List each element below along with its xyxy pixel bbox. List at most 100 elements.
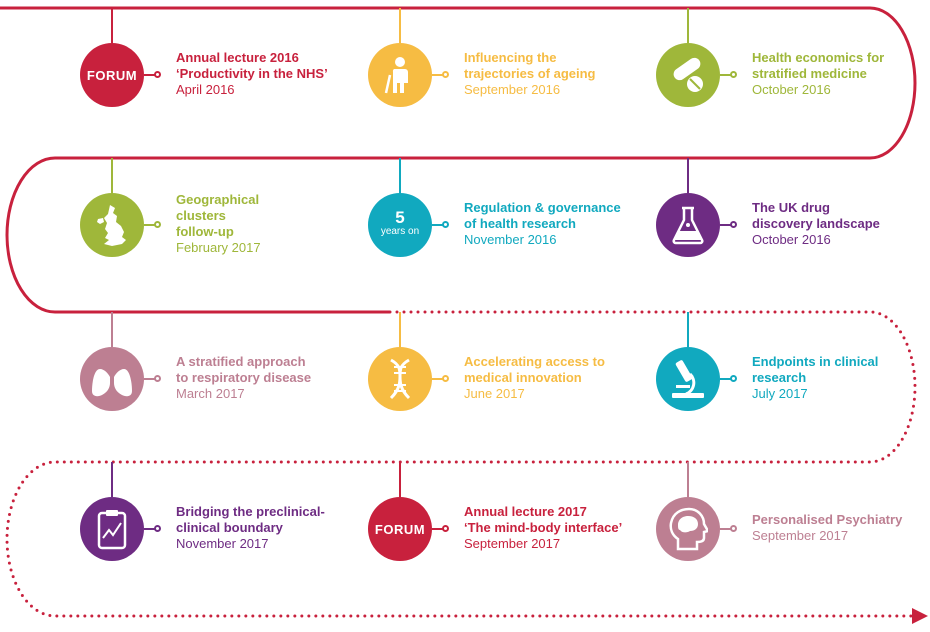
event-link-line	[144, 74, 156, 76]
forum-logo-icon: FORUM	[80, 43, 144, 107]
event-text: Health economics for stratified medicine…	[752, 50, 884, 98]
event-connector-line	[399, 8, 401, 43]
event-title: Personalised Psychiatry	[752, 512, 903, 527]
event-connector-line	[111, 158, 113, 193]
event-date: July 2017	[752, 386, 808, 401]
event-link-line	[720, 224, 732, 226]
timeline-event: Accelerating access to medical innovatio…	[358, 312, 648, 432]
flask-icon	[656, 193, 720, 257]
clipboard-chart-icon-glyph	[97, 510, 127, 550]
event-title: Bridging the preclinical- clinical bound…	[176, 504, 325, 535]
event-link-dot	[442, 525, 449, 532]
dna-icon	[368, 347, 432, 411]
event-date: November 2017	[176, 536, 269, 551]
forum-logo-icon: FORUM	[368, 497, 432, 561]
badge-number: 5	[395, 208, 405, 227]
timeline-event: A stratified approach to respiratory dis…	[70, 312, 360, 432]
event-link-dot	[442, 221, 449, 228]
forum-logo-text: FORUM	[374, 521, 426, 537]
event-date: April 2016	[176, 82, 235, 97]
lungs-icon	[80, 347, 144, 411]
event-link-dot	[154, 525, 161, 532]
event-link-line	[720, 74, 732, 76]
elderly-person-icon	[368, 43, 432, 107]
event-connector-line	[111, 8, 113, 43]
head-brain-icon	[656, 497, 720, 561]
event-text: A stratified approach to respiratory dis…	[176, 354, 311, 402]
elderly-person-icon-glyph	[384, 57, 408, 94]
timeline-event: Bridging the preclinical- clinical bound…	[70, 462, 360, 582]
microscope-icon-glyph	[672, 360, 704, 398]
event-title: Annual lecture 2017 ‘The mind-body inter…	[464, 504, 623, 535]
event-connector-line	[687, 8, 689, 43]
event-connector-line	[111, 312, 113, 347]
event-text: Regulation & governance of health resear…	[464, 200, 621, 248]
microscope-icon	[656, 347, 720, 411]
event-text: Accelerating access to medical innovatio…	[464, 354, 605, 402]
event-link-dot	[154, 375, 161, 382]
event-link-line	[432, 74, 444, 76]
head-brain-icon-glyph	[669, 507, 708, 551]
event-connector-line	[399, 462, 401, 497]
event-title: Regulation & governance of health resear…	[464, 200, 621, 231]
timeline-arrowhead	[912, 608, 928, 624]
uk-map-icon-glyph	[97, 205, 126, 246]
timeline-event: FORUM Annual lecture 2017 ‘The mind-body …	[358, 462, 648, 582]
event-title: The UK drug discovery landscape	[752, 200, 880, 231]
event-date: November 2016	[464, 232, 557, 247]
uk-map-icon	[80, 193, 144, 257]
event-link-line	[720, 378, 732, 380]
event-date: June 2017	[464, 386, 525, 401]
flask-icon-glyph	[672, 206, 704, 245]
clipboard-chart-icon	[80, 497, 144, 561]
event-title: Accelerating access to medical innovatio…	[464, 354, 605, 385]
event-connector-line	[111, 462, 113, 497]
dna-icon-glyph	[389, 358, 411, 400]
event-link-dot	[730, 525, 737, 532]
event-link-line	[144, 528, 156, 530]
pills-icon	[656, 43, 720, 107]
event-date: February 2017	[176, 240, 261, 255]
event-date: October 2016	[752, 232, 831, 247]
event-text: Bridging the preclinical- clinical bound…	[176, 504, 325, 552]
event-link-line	[720, 528, 732, 530]
badge-text: years on	[380, 226, 420, 237]
event-date: September 2017	[752, 528, 849, 543]
event-title: Influencing the trajectories of ageing	[464, 50, 596, 81]
event-connector-line	[399, 312, 401, 347]
event-connector-line	[399, 158, 401, 193]
event-link-dot	[730, 71, 737, 78]
timeline-path-dotted	[5, 310, 917, 618]
event-link-dot	[154, 71, 161, 78]
event-title: Annual lecture 2016 ‘Productivity in the…	[176, 50, 328, 81]
event-link-line	[432, 528, 444, 530]
event-title: Health economics for stratified medicine	[752, 50, 885, 81]
event-title: Endpoints in clinical research	[752, 354, 879, 385]
event-date: September 2016	[464, 82, 561, 97]
timeline-event: Health economics for stratified medicine…	[646, 8, 930, 128]
event-date: September 2017	[464, 536, 561, 551]
event-title: Geographical clusters follow-up	[176, 192, 260, 239]
event-connector-line	[687, 158, 689, 193]
pills-icon-glyph	[673, 57, 703, 92]
event-link-dot	[730, 375, 737, 382]
event-link-line	[144, 378, 156, 380]
event-title: A stratified approach to respiratory dis…	[176, 354, 312, 385]
event-connector-line	[687, 312, 689, 347]
event-link-dot	[154, 221, 161, 228]
forum-logo-text: FORUM	[86, 67, 138, 83]
